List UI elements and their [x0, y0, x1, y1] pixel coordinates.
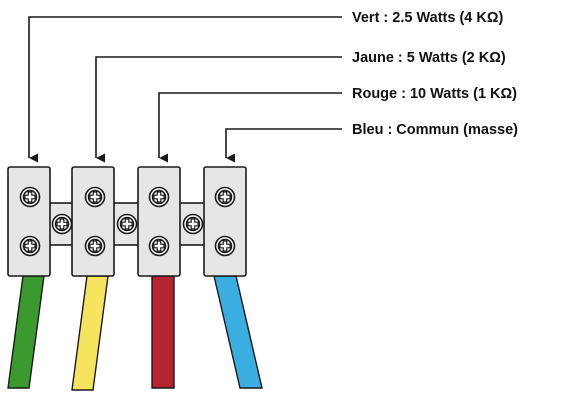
red-wire	[151, 275, 175, 389]
screw-icon	[182, 213, 204, 235]
leader-red	[158, 92, 342, 163]
terminal-yellow	[71, 166, 115, 277]
labels: Vert : 2.5 Watts (4 KΩ) Jaune : 5 Watts …	[352, 10, 518, 138]
screw-icon	[214, 186, 236, 208]
label-red: Rouge : 10 Watts (1 KΩ)	[352, 86, 517, 102]
blue-wire	[213, 275, 263, 389]
label-blue: Bleu : Commun (masse)	[352, 122, 518, 138]
screw-icon	[214, 235, 236, 257]
wires	[7, 275, 263, 391]
screw-icon	[148, 235, 170, 257]
screw-icon	[148, 186, 170, 208]
terminal-green	[7, 166, 51, 277]
leader-green	[28, 16, 342, 163]
screw-icon	[51, 213, 73, 235]
green-wire	[7, 275, 45, 389]
terminal-blue	[203, 166, 247, 277]
label-yellow: Jaune : 5 Watts (2 KΩ)	[352, 50, 506, 66]
terminal-red	[137, 166, 181, 277]
screw-icon	[116, 213, 138, 235]
leader-lines	[28, 16, 342, 163]
yellow-wire	[71, 275, 109, 391]
screw-icon	[84, 235, 106, 257]
terminal-block	[7, 166, 247, 277]
label-green: Vert : 2.5 Watts (4 KΩ)	[352, 10, 503, 26]
screw-icon	[19, 235, 41, 257]
screw-icon	[19, 186, 41, 208]
leader-blue	[225, 128, 342, 163]
screw-icon	[84, 186, 106, 208]
leader-yellow	[95, 56, 342, 163]
